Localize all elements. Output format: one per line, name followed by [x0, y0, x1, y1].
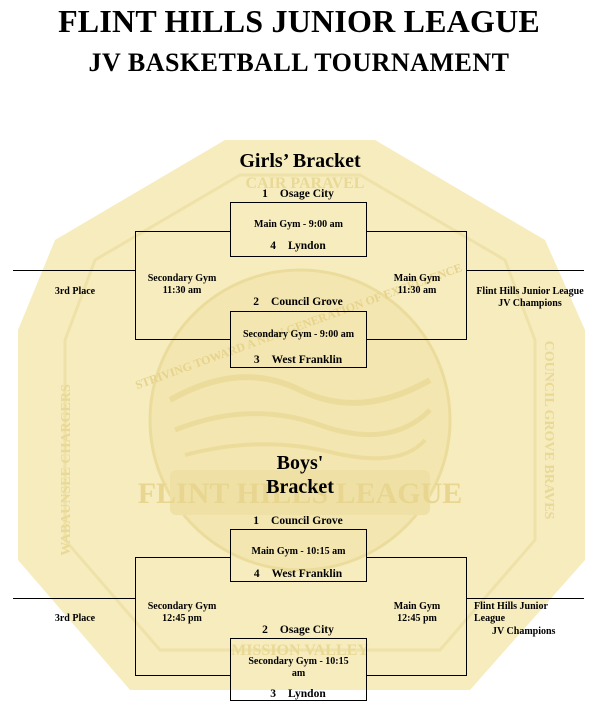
- seed-number: 1: [262, 188, 268, 200]
- seed-number: 4: [270, 240, 276, 252]
- team-name: Lyndon: [288, 240, 326, 252]
- girls-left-connector-bottom: [135, 339, 231, 340]
- girls-consolation-line: [13, 270, 136, 271]
- boys-bracket-title-line2: Bracket: [266, 476, 334, 498]
- boys-consolation-line: [13, 598, 136, 599]
- seed-number: 1: [253, 515, 260, 527]
- girls-right-connector-vertical: [466, 231, 467, 340]
- seed-number: 2: [262, 624, 268, 636]
- girls-final-line: [466, 270, 584, 271]
- girls-final-location: Main Gym: [393, 273, 441, 284]
- boys-final-line: [466, 598, 584, 599]
- boys-right-connector-vertical: [466, 557, 467, 676]
- girls-third-place-label: 3rd Place: [54, 286, 96, 297]
- girls-game2-team-a: 2 Council Grove: [230, 296, 366, 308]
- logo-banner: [170, 470, 430, 515]
- boys-champion-label-cont: League: [474, 613, 506, 624]
- boys-left-connector-bottom: [135, 675, 231, 676]
- boys-champion-label: Flint Hills Junior: [474, 601, 548, 612]
- team-name: West Franklin: [271, 568, 343, 580]
- team-name: West Franklin: [271, 354, 343, 366]
- boys-game1-box: [230, 529, 367, 582]
- boys-game1-team-a: 1 Council Grove: [230, 515, 366, 527]
- girls-final-time: 11:30 am: [397, 285, 437, 296]
- girls-game1-box: [230, 202, 367, 257]
- boys-consolation-location: Secondary Gym: [147, 601, 217, 612]
- team-name: Council Grove: [271, 515, 343, 527]
- boys-game1-team-b: 4 West Franklin: [230, 568, 366, 580]
- team-name: Osage City: [279, 188, 334, 200]
- logo-right-team: COUNCIL GROVE BRAVES: [541, 341, 556, 520]
- boys-game1-location: Main Gym - 10:15 am: [251, 546, 346, 557]
- boys-champion-sublabel: JV Champions: [492, 626, 556, 637]
- team-name: Osage City: [279, 624, 334, 636]
- seed-number: 2: [253, 296, 260, 308]
- boys-final-location: Main Gym: [393, 601, 441, 612]
- seed-number: 3: [253, 354, 260, 366]
- girls-game2-team-b: 3 West Franklin: [230, 354, 366, 366]
- boys-game2-location-cont: am: [291, 668, 306, 679]
- boys-consolation-time: 12:45 pm: [162, 613, 202, 624]
- boys-game2-team-a: 2 Osage City: [230, 624, 366, 636]
- girls-left-connector-top: [135, 231, 231, 232]
- girls-right-connector-top: [367, 231, 466, 232]
- girls-game1-team-a: 1 Osage City: [230, 188, 366, 200]
- girls-champion-sublabel: JV Champions: [498, 298, 562, 309]
- boys-right-connector-top: [367, 557, 466, 558]
- girls-bracket-title: Girls’ Bracket: [239, 150, 361, 172]
- boys-bracket-title-line1: Boys': [276, 452, 324, 474]
- logo-banner-text: FLINT HILLS LEAGUE: [138, 477, 463, 510]
- boys-right-connector-bottom: [367, 675, 467, 676]
- boys-game2-team-b: 3 Lyndon: [230, 688, 366, 700]
- boys-game2-box: [230, 638, 367, 701]
- girls-right-connector-bottom: [367, 339, 467, 340]
- boys-game2-location: Secondary Gym - 10:15: [248, 656, 349, 667]
- boys-final-time: 12:45 pm: [397, 613, 437, 624]
- girls-left-connector-vertical: [135, 231, 136, 340]
- girls-game1-team-b: 4 Lyndon: [230, 240, 366, 252]
- boys-left-connector-vertical: [135, 557, 136, 676]
- girls-game1-location: Main Gym - 9:00 am: [254, 219, 343, 230]
- girls-consolation-time: 11:30 am: [162, 285, 202, 296]
- boys-third-place-label: 3rd Place: [54, 613, 96, 624]
- seed-number: 4: [253, 568, 260, 580]
- logo-left-team: WABAUNSEE CHARGERS: [59, 384, 74, 556]
- seed-number: 3: [270, 688, 276, 700]
- boys-left-connector-top: [135, 557, 231, 558]
- girls-consolation-location: Secondary Gym: [147, 273, 217, 284]
- girls-champion-label: Flint Hills Junior League: [476, 286, 584, 297]
- team-name: Council Grove: [271, 296, 343, 308]
- logo-ring-bottom: MISSION VALLEY: [231, 642, 369, 659]
- logo-hills: [168, 374, 432, 406]
- page-title: FLINT HILLS JUNIOR LEAGUE: [58, 3, 540, 39]
- page-subtitle: JV BASKETBALL TOURNAMENT: [88, 48, 510, 77]
- girls-game2-location: Secondary Gym - 9:00 am: [242, 329, 355, 340]
- logo-ring-top: CAIR PARAVEL: [246, 175, 365, 192]
- team-name: Lyndon: [288, 688, 326, 700]
